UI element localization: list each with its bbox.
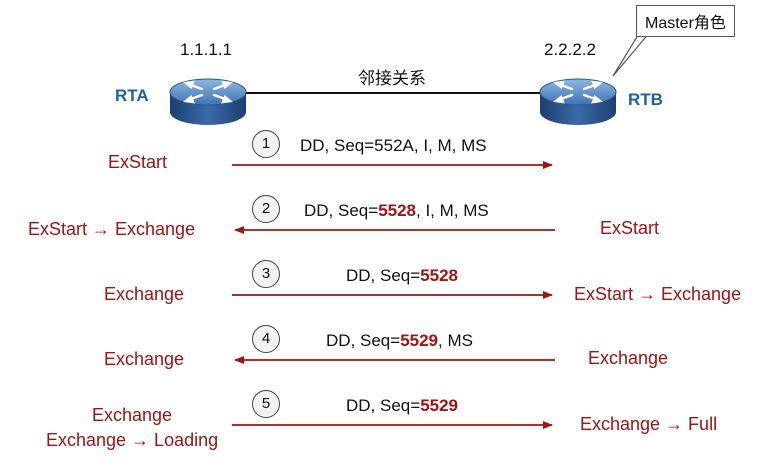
rta-state-label: ExStart → Exchange [28,219,196,239]
rta-state-label: Exchange [92,405,173,425]
router-icon-rta [169,78,247,125]
master-role-callout: Master角色 [636,5,735,37]
rtb-state-label: ExStart [600,218,660,238]
callout-pointer [612,31,652,77]
step-number-badge: 3 [252,260,280,288]
dd-message-label: DD, Seq=5529 [346,396,459,415]
dd-message-label: DD, Seq=5529, MS [326,331,473,350]
rtb-name-label: RTB [628,90,663,109]
step-number-badge: 4 [252,325,280,353]
router-icon-rtb [539,78,617,125]
adjacency-label: 邻接关系 [358,69,426,88]
rtb-state-label: Exchange → Full [580,414,718,434]
rta-state-label: Exchange [104,349,185,369]
step-number-badge: 5 [252,390,280,418]
step-number-badge: 2 [252,195,280,223]
rta-state-label-2: Exchange → Loading [46,430,219,450]
step-number-badge: 1 [252,130,280,158]
dd-message-label: DD, Seq=552A, I, M, MS [300,136,487,155]
rta-name-label: RTA [115,86,149,105]
rta-ip-label: 1.1.1.1 [180,40,232,59]
rtb-state-label: ExStart → Exchange [574,284,742,304]
rta-state-label: ExStart [108,152,168,172]
dd-message-label: DD, Seq=5528 [346,266,459,285]
rtb-state-label: Exchange [588,348,669,368]
rtb-ip-label: 2.2.2.2 [544,40,596,59]
dd-message-label: DD, Seq=5528, I, M, MS [304,201,489,220]
rta-state-label: Exchange [104,284,185,304]
